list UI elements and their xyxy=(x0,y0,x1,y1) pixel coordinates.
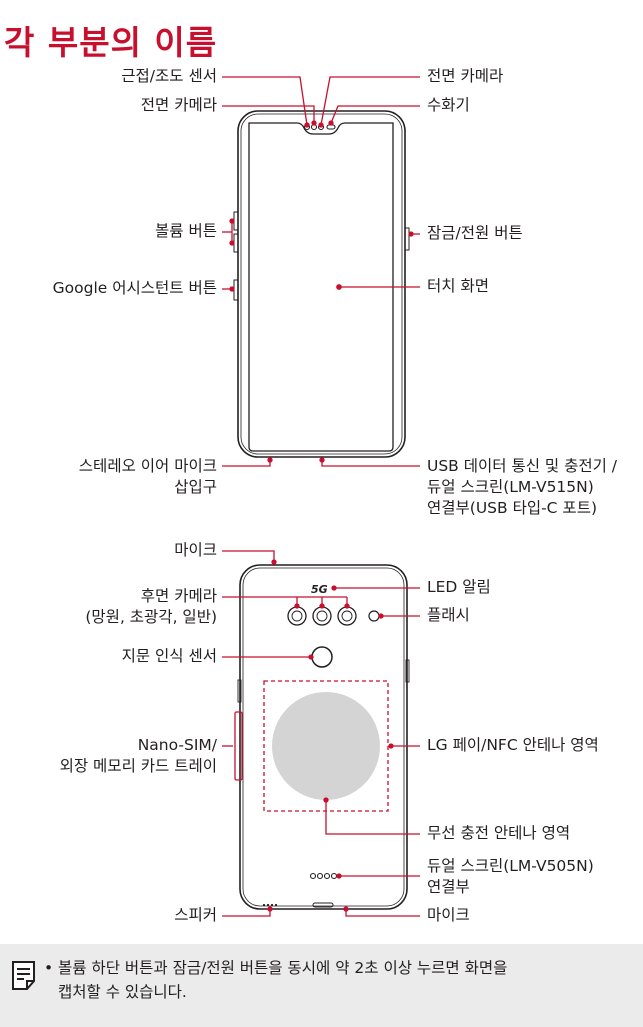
label-usb-line1: USB 데이터 통신 및 충전기 / xyxy=(427,457,618,475)
note-line1: 볼륨 하단 버튼과 잠금/전원 버튼을 동시에 약 2초 이상 누르면 화면을 xyxy=(58,959,508,977)
label-volume-buttons: 볼륨 버튼 xyxy=(155,222,217,240)
front-callouts xyxy=(222,76,420,467)
label-proximity-sensor: 근접/조도 센서 xyxy=(121,67,217,85)
label-sim-tray-line2: 외장 메모리 카드 트레이 xyxy=(59,757,217,775)
label-earphone-jack-line2: 삽입구 xyxy=(174,478,217,496)
label-usb-port: USB 데이터 통신 및 충전기 / 듀얼 스크린(LM-V515N) 연결부(… xyxy=(427,456,617,519)
label-front-camera-right: 전면 카메라 xyxy=(427,67,504,85)
note-line2: 캡처할 수 있습니다. xyxy=(58,983,187,1001)
note-icon xyxy=(12,961,35,990)
label-wireless-charging: 무선 충전 안테나 영역 xyxy=(427,824,571,842)
front-phone xyxy=(233,110,410,458)
label-sim-tray: Nano-SIM/ 외장 메모리 카드 트레이 xyxy=(60,735,217,777)
note-bullet: • xyxy=(44,959,54,977)
5g-logo: 5G xyxy=(311,583,328,596)
label-rear-camera-line2: (망원, 초광각, 일반) xyxy=(85,608,217,626)
phone-diagram: 5G xyxy=(222,76,420,917)
label-flash: 플래시 xyxy=(427,606,470,624)
label-power-lock-button: 잠금/전원 버튼 xyxy=(427,224,523,242)
label-mic-top: 마이크 xyxy=(174,541,217,559)
label-nfc-area: LG 페이/NFC 안테나 영역 xyxy=(427,736,599,754)
back-callouts xyxy=(222,550,420,917)
speaker-grille xyxy=(262,903,278,907)
label-earphone-jack-line1: 스테레오 이어 마이크 xyxy=(78,457,217,475)
label-fingerprint: 지문 인식 센서 xyxy=(121,647,217,665)
label-front-camera-left: 전면 카메라 xyxy=(140,96,217,114)
label-dual-screen-line2: 연결부 xyxy=(427,878,470,896)
note-box: • 볼륨 하단 버튼과 잠금/전원 버튼을 동시에 약 2초 이상 누르면 화면… xyxy=(0,944,643,1027)
label-usb-line3: 연결부(USB 타입-C 포트) xyxy=(427,499,598,517)
note-text: • 볼륨 하단 버튼과 잠금/전원 버튼을 동시에 약 2초 이상 누르면 화면… xyxy=(44,956,628,1004)
label-mic-bottom: 마이크 xyxy=(427,906,470,924)
label-led: LED 알림 xyxy=(427,578,491,596)
label-sim-tray-line1: Nano-SIM/ xyxy=(137,736,217,754)
wireless-charging-coil xyxy=(272,692,380,800)
label-google-assistant-button: Google 어시스턴트 버튼 xyxy=(52,279,217,297)
label-earphone-jack: 스테레오 이어 마이크 삽입구 xyxy=(79,456,217,498)
label-rear-camera: 후면 카메라 (망원, 초광각, 일반) xyxy=(85,586,217,628)
label-speaker: 스피커 xyxy=(174,906,217,924)
label-usb-line2: 듀얼 스크린(LM-V515N) xyxy=(427,478,594,496)
label-dual-screen-line1: 듀얼 스크린(LM-V505N) xyxy=(427,857,594,875)
label-touch-screen: 터치 화면 xyxy=(427,277,489,295)
label-earpiece: 수화기 xyxy=(427,96,470,114)
label-dual-screen-connector: 듀얼 스크린(LM-V505N) 연결부 xyxy=(427,856,594,898)
label-rear-camera-line1: 후면 카메라 xyxy=(140,587,217,605)
page-title: 각 부분의 이름 xyxy=(4,23,218,62)
